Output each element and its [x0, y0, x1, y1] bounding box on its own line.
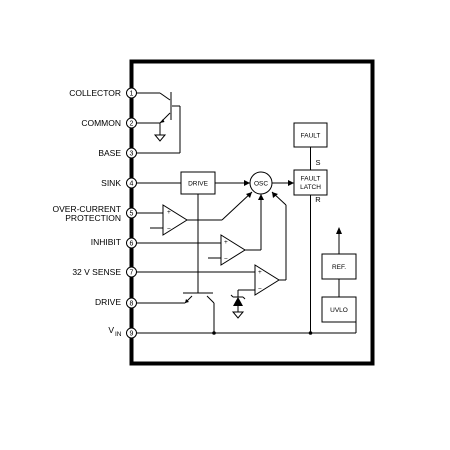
pin-label-collector: COLLECTOR [69, 88, 121, 98]
svg-text:1: 1 [130, 91, 134, 98]
svg-text:2: 2 [130, 121, 134, 128]
svg-text:+: + [167, 209, 171, 216]
latch-set-label: S [315, 158, 320, 167]
svg-text:6: 6 [130, 241, 134, 248]
pin-6: 6 [126, 237, 137, 249]
pin-9: 9 [126, 327, 137, 339]
svg-text:8: 8 [130, 301, 134, 308]
pin-label-common: COMMON [81, 118, 121, 128]
pin-5: 5 [126, 207, 137, 219]
pin-3: 3 [126, 147, 137, 159]
zener-diode-icon [230, 289, 255, 312]
pin-label-drive: DRIVE [95, 297, 121, 307]
svg-text:LATCH: LATCH [300, 184, 321, 191]
pin-label-vin-sub: IN [115, 331, 122, 338]
svg-text:DRIVE: DRIVE [188, 181, 209, 188]
latch-reset-label: R [315, 195, 321, 204]
svg-text:3: 3 [130, 151, 134, 158]
svg-text:9: 9 [130, 331, 134, 338]
drive-block: DRIVE [180, 171, 216, 195]
pin-label-base: BASE [98, 148, 121, 158]
osc-block: OSC [249, 171, 273, 195]
svg-text:−: − [258, 286, 262, 293]
svg-text:FAULT: FAULT [301, 133, 321, 140]
svg-text:+: + [258, 269, 262, 276]
comparator-32v-sense: + − [254, 264, 280, 296]
pin-8: 8 [126, 297, 137, 309]
svg-text:5: 5 [130, 211, 134, 218]
output-transistor [136, 92, 181, 154]
svg-text:UVLO: UVLO [330, 307, 348, 314]
svg-text:+: + [224, 239, 228, 246]
uvlo-block: UVLO [321, 296, 357, 323]
svg-text:−: − [167, 226, 171, 233]
drive-transistor [136, 194, 215, 333]
comparator-inhibit: + − [220, 234, 246, 266]
ground-icon [153, 123, 167, 142]
pin-label-sink: SINK [101, 178, 121, 188]
pin-label-inhibit: INHIBIT [91, 237, 121, 247]
pin-label-32v-sense: 32 V SENSE [72, 267, 121, 277]
svg-text:−: − [224, 256, 228, 263]
svg-text:REF.: REF. [332, 264, 346, 271]
fault-latch-block: FAULT LATCH [293, 169, 328, 196]
comparator-over-current: + − [162, 204, 188, 236]
pin-label-over-current-1: OVER-CURRENT [53, 204, 121, 214]
pin-label-over-current-2: PROTECTION [65, 213, 121, 223]
ground-icon [231, 311, 245, 319]
pin-label-vin: V [108, 325, 114, 335]
ref-block: REF. [321, 253, 357, 280]
svg-text:FAULT: FAULT [301, 176, 321, 183]
svg-text:OSC: OSC [254, 181, 268, 188]
pin-1: 1 [126, 87, 137, 99]
svg-text:4: 4 [130, 181, 134, 188]
pin-4: 4 [126, 177, 137, 189]
pin-7: 7 [126, 266, 137, 278]
pin-2: 2 [126, 117, 137, 129]
svg-text:7: 7 [130, 270, 134, 277]
fault-block: FAULT [293, 122, 328, 148]
